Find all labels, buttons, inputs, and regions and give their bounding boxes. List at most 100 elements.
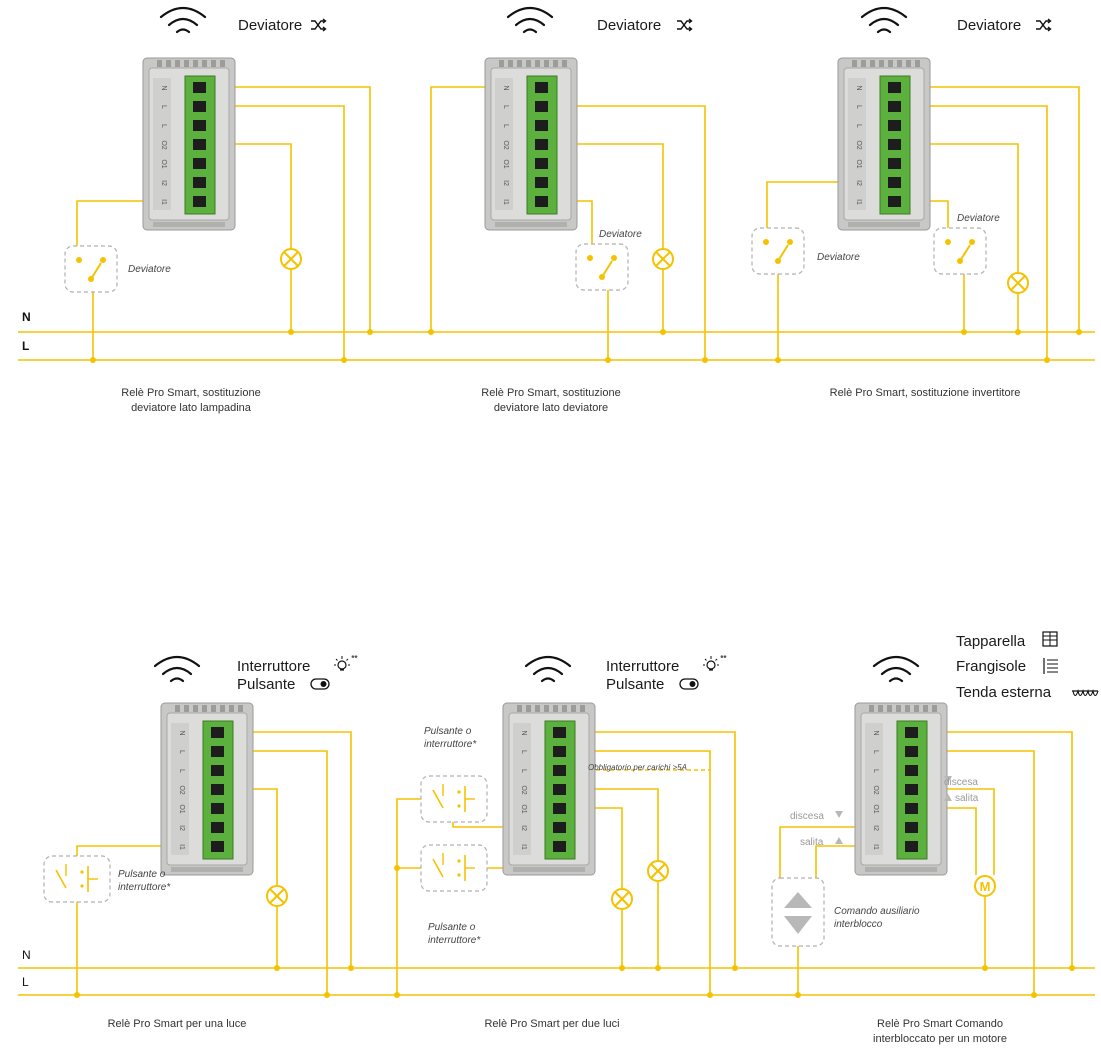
wifi-icon bbox=[506, 6, 554, 34]
junction-dot bbox=[288, 329, 294, 335]
module-rib bbox=[157, 60, 162, 67]
wire bbox=[233, 750, 328, 995]
terminal-label: O2 bbox=[855, 140, 862, 149]
terminal-screw bbox=[211, 784, 224, 795]
diagram-4-stars: ** bbox=[351, 654, 358, 663]
toggle-icon bbox=[310, 678, 330, 690]
junction-dot bbox=[367, 329, 373, 335]
diagram-6-title-1: Tapparella bbox=[956, 633, 1026, 650]
module-rib bbox=[888, 60, 893, 67]
lamp-icon bbox=[611, 888, 633, 910]
diagram-5-caption: Relè Pro Smart per due luci bbox=[484, 1018, 619, 1030]
module-rib bbox=[229, 705, 234, 712]
terminal-screw bbox=[535, 177, 548, 188]
switch-blade bbox=[601, 260, 613, 278]
terminal-label: O1 bbox=[520, 804, 527, 813]
wire bbox=[910, 143, 1019, 272]
terminal-label: I1 bbox=[502, 199, 509, 205]
diagram-3-caption-1: Relè Pro Smart, sostituzione invertitore bbox=[830, 387, 1021, 399]
module-rib bbox=[915, 60, 920, 67]
module-rib bbox=[171, 867, 243, 872]
diagram-6-up-left: salita bbox=[800, 837, 824, 848]
arrow-up-icon bbox=[944, 794, 952, 801]
button-dot bbox=[80, 870, 84, 874]
push-button-switch bbox=[420, 844, 488, 892]
switch-symbol bbox=[763, 239, 793, 264]
terminal-screw bbox=[888, 101, 901, 112]
terminal-screw bbox=[553, 784, 566, 795]
diagram-1-caption-1: Relè Pro Smart, sostituzione bbox=[121, 387, 260, 399]
terminal-screw bbox=[888, 158, 901, 169]
switch-dot bbox=[763, 239, 769, 245]
junction-dot bbox=[341, 357, 347, 363]
terminal-label: O1 bbox=[855, 159, 862, 168]
arrow-down-icon bbox=[835, 811, 843, 818]
terminal-label: L bbox=[178, 769, 185, 773]
button-blade bbox=[432, 858, 444, 878]
button-dot bbox=[80, 884, 84, 888]
junction-dot bbox=[348, 965, 354, 971]
lamp-cross bbox=[269, 888, 285, 904]
module-rib bbox=[852, 60, 857, 67]
module-rib bbox=[861, 60, 866, 67]
terminal-label: N bbox=[502, 85, 509, 90]
diagram-1-switch-label: Deviatore bbox=[128, 264, 171, 275]
terminal-label: O1 bbox=[160, 159, 167, 168]
push-button-switch bbox=[43, 855, 111, 903]
diagram-4-title-1: Interruttore bbox=[237, 658, 310, 675]
diagram-2-caption-1: Relè Pro Smart, sostituzione bbox=[481, 387, 620, 399]
deviator-switch bbox=[575, 243, 629, 291]
line-label-bottom: L bbox=[22, 975, 29, 989]
arrow-up-icon bbox=[784, 892, 812, 908]
lamp-icon bbox=[1007, 272, 1029, 294]
module-rib bbox=[153, 222, 225, 227]
terminal-screw bbox=[553, 841, 566, 852]
terminal-screw bbox=[905, 746, 918, 757]
terminal-label: I2 bbox=[502, 180, 509, 186]
terminal-label: L bbox=[872, 769, 879, 773]
module-rib bbox=[544, 705, 549, 712]
junction-dot bbox=[605, 357, 611, 363]
terminal-screw bbox=[193, 139, 206, 150]
wiring-layer bbox=[18, 86, 1095, 998]
terminal-screw bbox=[193, 177, 206, 188]
terminal-screw bbox=[193, 158, 206, 169]
junction-dot bbox=[428, 329, 434, 335]
terminal-label: O2 bbox=[872, 785, 879, 794]
module-rib bbox=[535, 705, 540, 712]
junction-dot bbox=[1069, 965, 1075, 971]
module-rib bbox=[905, 705, 910, 712]
wire bbox=[910, 105, 1048, 360]
diagram-6-aux-1: Comando ausiliario bbox=[834, 906, 920, 917]
diagram-1-caption-2: deviatore lato lampadina bbox=[131, 402, 252, 414]
diagram-6-down-left: discesa bbox=[790, 811, 824, 822]
terminal-label: I2 bbox=[160, 180, 167, 186]
terminal-label: L bbox=[872, 750, 879, 754]
label-strip bbox=[513, 723, 531, 855]
terminal-screw bbox=[553, 727, 566, 738]
wire bbox=[233, 731, 352, 968]
module-rib bbox=[897, 60, 902, 67]
terminal-screw bbox=[535, 101, 548, 112]
module-rib bbox=[580, 705, 585, 712]
junction-dot bbox=[775, 357, 781, 363]
shuffle-icon bbox=[676, 18, 693, 32]
terminal-label: O1 bbox=[502, 159, 509, 168]
lamp-cross bbox=[655, 251, 671, 267]
motor-label: M bbox=[980, 879, 991, 894]
junction-dot bbox=[702, 357, 708, 363]
wifi-icon bbox=[153, 655, 201, 683]
terminal-label: N bbox=[855, 85, 862, 90]
arrow-down-icon bbox=[944, 776, 952, 783]
switch-dot bbox=[787, 239, 793, 245]
module-rib bbox=[166, 60, 171, 67]
terminal-label: I1 bbox=[520, 844, 527, 850]
label-strip bbox=[848, 78, 866, 210]
module-rib bbox=[923, 705, 928, 712]
terminal-screw bbox=[211, 727, 224, 738]
wire bbox=[927, 731, 1073, 968]
junction-dot bbox=[1044, 357, 1050, 363]
module-rib bbox=[870, 60, 875, 67]
module-rib bbox=[906, 60, 911, 67]
terminal-label: L bbox=[855, 124, 862, 128]
